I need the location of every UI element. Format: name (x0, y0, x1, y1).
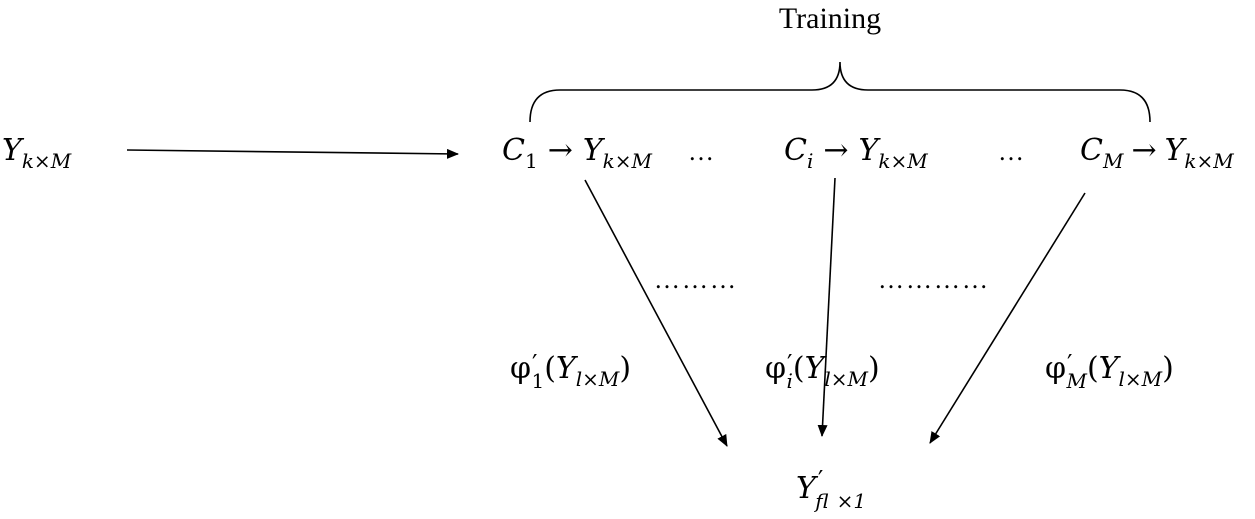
training-title: Training (779, 2, 881, 35)
ellipsis-2: … (998, 137, 1024, 166)
ellipsis-1: … (688, 137, 714, 166)
dotted-row-left: ……… (654, 265, 738, 294)
arrow-c1-to-output (584, 179, 728, 447)
prediction-i: φ′i(Yl×M) (765, 350, 880, 393)
arrow-cm-to-output (929, 192, 1086, 444)
dotted-row-right: ………… (878, 265, 990, 294)
arrow-ci-to-output (817, 177, 836, 437)
prediction-1: φ′1(Yl×M) (510, 350, 631, 393)
input-label: Yk×M (2, 133, 72, 173)
classifier-c1: C1→Yk×M (502, 133, 653, 173)
input-arrow (126, 148, 459, 159)
prediction-m: φ′M(Yl×M) (1045, 350, 1174, 393)
classifier-cm: CM→Yk×M (1080, 133, 1234, 173)
training-brace (529, 61, 1151, 123)
classifier-ci: Ci→Yk×M (784, 133, 928, 173)
